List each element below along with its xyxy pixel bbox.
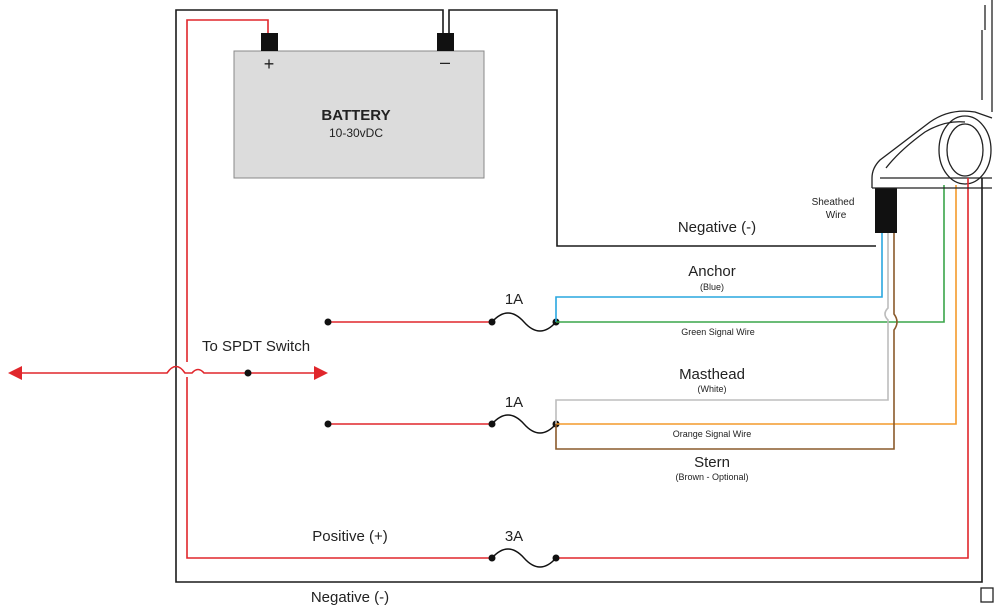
battery-negative-terminal [437, 33, 454, 51]
masthead-fuse-symbol [491, 414, 557, 434]
main-fuse-rating: 3A [505, 528, 523, 545]
positive-label: Positive (+) [312, 528, 387, 545]
main-fuse-symbol [491, 548, 557, 568]
negative-top-label: Negative (-) [678, 219, 756, 236]
anchor-fuse-symbol [491, 312, 557, 332]
spdt-arrow-left [8, 366, 22, 380]
battery-voltage: 10-30vDC [329, 126, 383, 140]
battery-plus-symbol: + [264, 54, 275, 74]
stern-brown-wire [555, 233, 898, 450]
anchor-input-dot [324, 318, 332, 326]
anchor-color-label: (Blue) [700, 282, 724, 292]
spdt-junction-dot [244, 369, 252, 377]
battery-positive-terminal [261, 33, 278, 51]
masthead-white-wire [555, 233, 889, 424]
negative-outer-wire [175, 9, 983, 583]
sheathed-label-line2: Wire [826, 210, 847, 221]
sheathed-label-line1: Sheathed [812, 197, 855, 208]
spdt-arrow-right [314, 366, 328, 380]
stern-label: Stern [694, 454, 730, 471]
anchor-fuse-rating: 1A [505, 291, 523, 308]
negative-battery-wire [448, 9, 876, 247]
orange-signal-wire [556, 185, 957, 425]
stern-color-label: (Brown - Optional) [675, 472, 748, 482]
green-signal-label: Green Signal Wire [681, 327, 755, 337]
spdt-label: To SPDT Switch [202, 338, 310, 355]
orange-signal-label: Orange Signal Wire [673, 429, 752, 439]
masthead-fuse-rating: 1A [505, 394, 523, 411]
battery-body [233, 50, 485, 179]
sheathed-wire-connector [875, 188, 897, 233]
masthead-color-label: (White) [698, 384, 727, 394]
battery-title: BATTERY [321, 107, 390, 124]
masthead-label: Masthead [679, 366, 745, 383]
negative-bottom-label: Negative (-) [311, 589, 389, 606]
anchor-label: Anchor [688, 263, 736, 280]
anchor-blue-wire [555, 233, 883, 322]
positive-wire [186, 19, 492, 559]
green-signal-wire [556, 185, 945, 323]
light-fixture [871, 0, 994, 603]
positive-wire-right [556, 185, 969, 559]
battery-minus-symbol: – [440, 52, 450, 72]
spdt-wire [20, 365, 315, 374]
masthead-input-dot [324, 420, 332, 428]
